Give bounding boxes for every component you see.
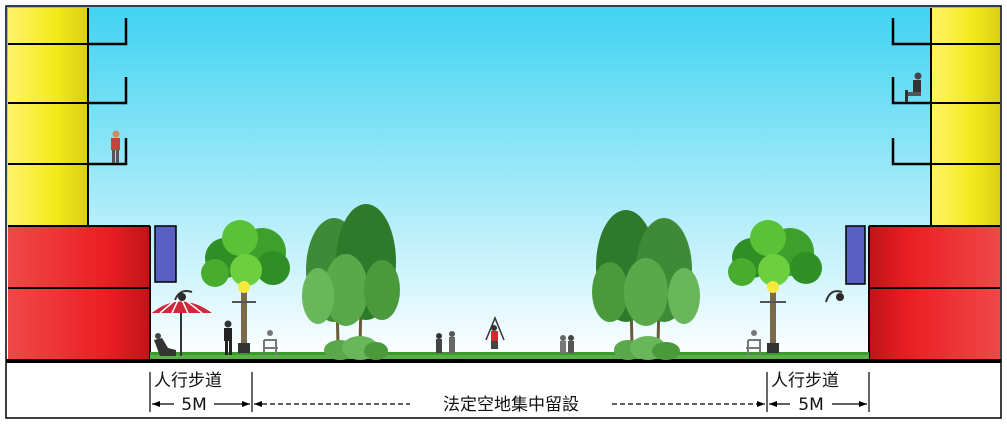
tree-tall-left bbox=[302, 204, 400, 346]
window-panel-right bbox=[845, 225, 866, 285]
person-on-balcony-right bbox=[905, 72, 922, 102]
people-center-right bbox=[560, 335, 574, 353]
sky bbox=[7, 7, 1000, 359]
lamp-left bbox=[174, 290, 193, 301]
tree-round-left bbox=[201, 220, 290, 353]
chair-right bbox=[746, 330, 761, 355]
right-sidewalk-label: 人行步道 bbox=[771, 371, 839, 391]
dimension-arrows bbox=[152, 401, 867, 407]
left-building bbox=[8, 8, 151, 360]
window-panel-left bbox=[154, 225, 177, 283]
left-balconies bbox=[88, 18, 128, 166]
chair-left bbox=[263, 330, 278, 355]
person-on-balcony-left bbox=[111, 130, 120, 163]
left-sidewalk-label: 人行步道 bbox=[154, 371, 222, 391]
right-balconies bbox=[891, 18, 931, 166]
right-width-label: 5M bbox=[798, 395, 823, 415]
right-building bbox=[868, 8, 1000, 360]
shrub-left bbox=[324, 336, 388, 360]
tree-tall-right bbox=[592, 210, 700, 346]
shrub-right bbox=[614, 336, 680, 360]
umbrella-left bbox=[152, 295, 212, 356]
person-walking-left bbox=[224, 320, 232, 355]
left-width-label: 5M bbox=[181, 395, 206, 415]
tree-round-right bbox=[728, 220, 822, 353]
open-space-label: 法定空地集中留設 bbox=[443, 395, 579, 415]
people-center-left bbox=[436, 331, 455, 353]
lamp-right bbox=[825, 290, 844, 303]
swing-figure bbox=[485, 316, 505, 349]
